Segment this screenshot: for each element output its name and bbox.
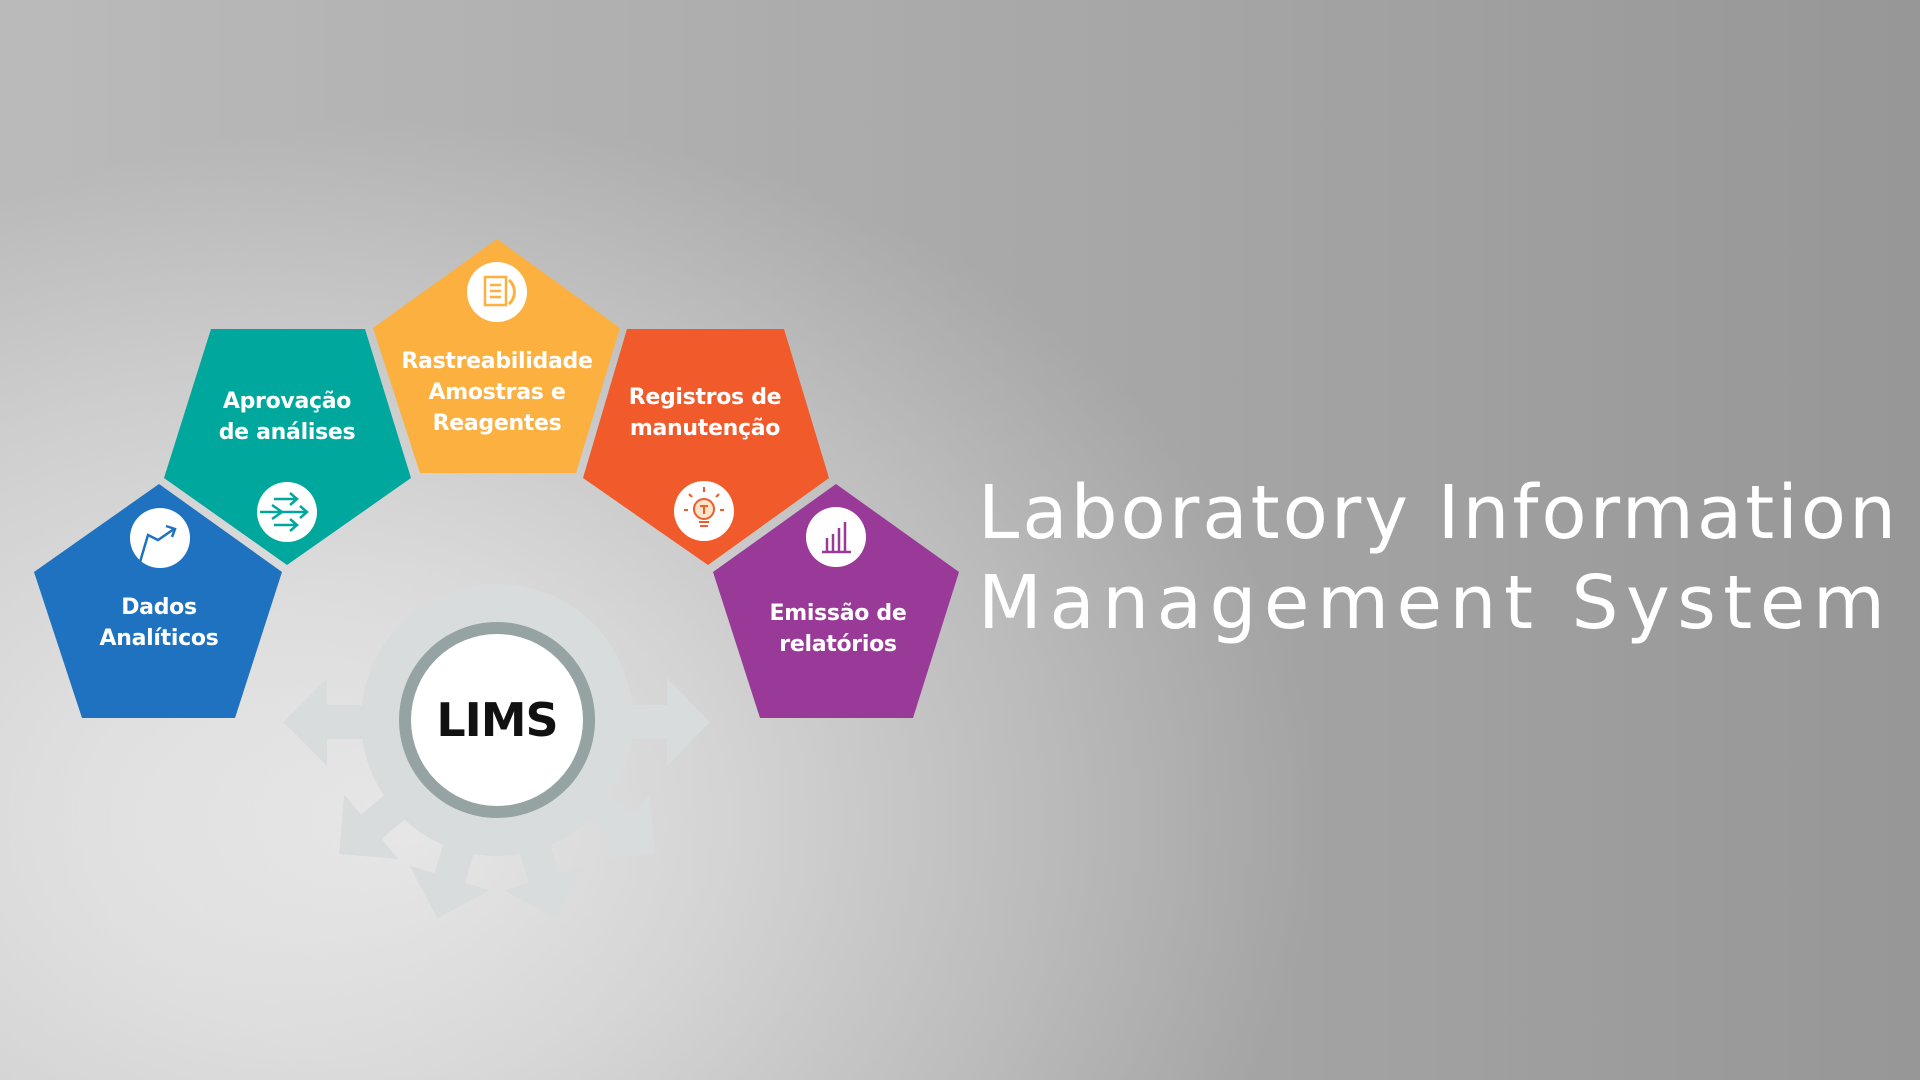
module-aprovacao-line1: Aprovação bbox=[222, 389, 352, 414]
title-line-2: Management System bbox=[978, 560, 1893, 646]
lightbulb-icon bbox=[674, 481, 734, 541]
module-registros-label: Registros de manutenção bbox=[629, 382, 782, 444]
module-dados-label: Dados Analíticos bbox=[100, 592, 219, 654]
module-rastreabilidade-line1: Rastreabilidade bbox=[401, 349, 593, 374]
module-dados-line2: Analíticos bbox=[99, 626, 219, 651]
title-line-1: Laboratory Information bbox=[978, 470, 1899, 556]
module-aprovacao-line2: de análises bbox=[218, 420, 356, 445]
module-dados-line1: Dados bbox=[121, 595, 197, 620]
document-icon bbox=[467, 262, 527, 322]
module-registros-shape[interactable] bbox=[583, 329, 829, 565]
module-aprovacao-shape[interactable] bbox=[164, 329, 411, 565]
module-rastreabilidade-line2: Amostras e bbox=[428, 380, 566, 405]
flow-arrows-icon bbox=[257, 482, 317, 542]
module-emissao-line2: relatórios bbox=[779, 632, 897, 657]
hub-core bbox=[411, 634, 583, 806]
page-title: Laboratory Information Management System bbox=[978, 468, 1899, 648]
trending-chart-icon bbox=[130, 508, 190, 568]
module-rastreabilidade-shape[interactable] bbox=[373, 239, 620, 473]
module-rastreabilidade-line3: Reagentes bbox=[432, 411, 562, 436]
module-emissao-label: Emissão de relatórios bbox=[770, 598, 907, 660]
bar-chart-icon bbox=[806, 507, 866, 567]
hub-label: LIMS bbox=[436, 693, 558, 747]
module-registros-line1: Registros de bbox=[628, 385, 782, 410]
module-dados-shape[interactable] bbox=[34, 484, 282, 718]
module-emissao-shape[interactable] bbox=[713, 484, 959, 718]
module-rastreabilidade-label: Rastreabilidade Amostras e Reagentes bbox=[401, 346, 592, 439]
module-aprovacao-label: Aprovação de análises bbox=[219, 386, 356, 448]
module-registros-line2: manutenção bbox=[629, 416, 781, 441]
module-emissao-line1: Emissão de bbox=[769, 601, 907, 626]
